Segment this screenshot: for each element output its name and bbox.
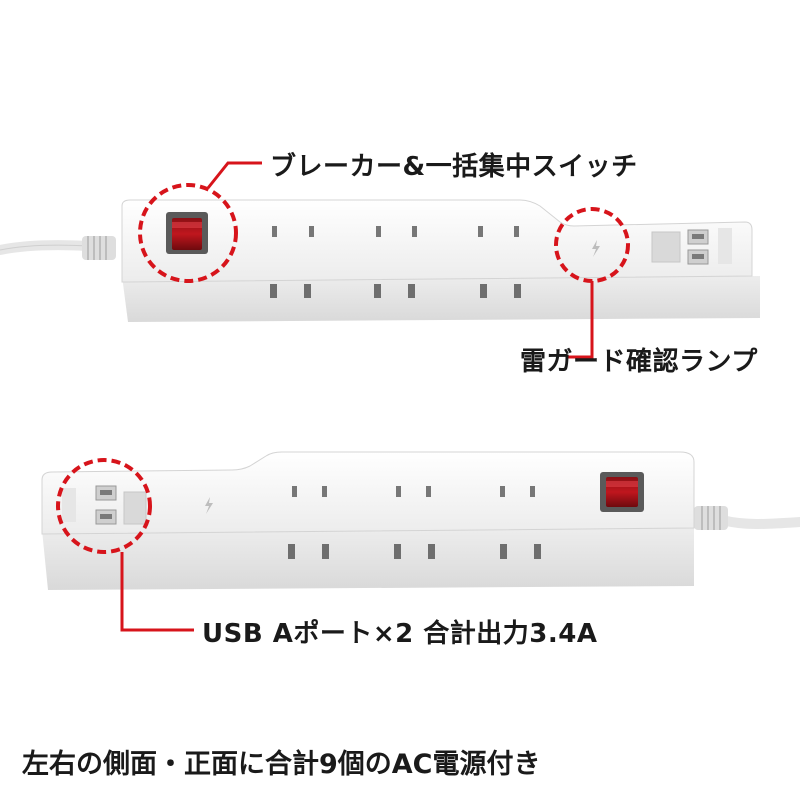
callout-usb-ports: USB Aポート×2 合計出力3.4A <box>202 619 598 649</box>
outlet-side-2 <box>374 284 415 298</box>
usb-leader-line <box>120 552 194 632</box>
power-strip-bottom <box>41 451 800 590</box>
outlet-side-3 <box>500 544 541 559</box>
callout-breaker-switch: ブレーカー&一括集中スイッチ <box>270 152 638 182</box>
strip-body-top <box>121 199 753 283</box>
usb-label-plate <box>651 231 681 263</box>
strain-relief <box>694 506 728 530</box>
usb-port-2[interactable] <box>687 249 709 265</box>
outlet-top-1 <box>272 226 314 237</box>
lightning-icon <box>592 240 600 257</box>
breaker-switch[interactable] <box>166 212 208 254</box>
outlet-top-3 <box>478 226 519 237</box>
usb-port-1[interactable] <box>687 229 709 245</box>
breaker-highlight-circle <box>138 183 238 283</box>
strip-body-side <box>42 528 694 590</box>
outlet-top-1 <box>292 486 327 497</box>
usb-port-3[interactable] <box>95 485 117 501</box>
breaker-leader-line <box>206 161 262 189</box>
product-caption: 左右の側面・正面に合計9個のAC電源付き <box>22 749 541 780</box>
strain-relief <box>82 236 116 260</box>
outlet-side-1 <box>288 544 329 559</box>
power-strip-top <box>0 199 760 322</box>
breaker-switch[interactable] <box>600 472 644 512</box>
strip-body-side <box>122 276 760 322</box>
outlet-side-3 <box>480 284 521 298</box>
lightning-icon <box>205 497 213 514</box>
brand-logo <box>718 228 732 264</box>
usb-highlight-circle <box>56 458 152 554</box>
callout-surge-lamp: 雷ガード確認ランプ <box>520 347 758 377</box>
outlet-top-3 <box>500 486 535 497</box>
outlet-side-2 <box>394 544 435 559</box>
lamp-leader-line <box>566 281 594 359</box>
brand-logo <box>62 488 76 522</box>
outlet-side-1 <box>270 284 311 298</box>
strip-body-top <box>41 451 695 535</box>
outlet-top-2 <box>396 486 431 497</box>
usb-port-4[interactable] <box>95 509 117 525</box>
power-cable <box>717 515 800 529</box>
outlet-top-2 <box>376 226 417 237</box>
usb-label-plate <box>123 491 147 525</box>
